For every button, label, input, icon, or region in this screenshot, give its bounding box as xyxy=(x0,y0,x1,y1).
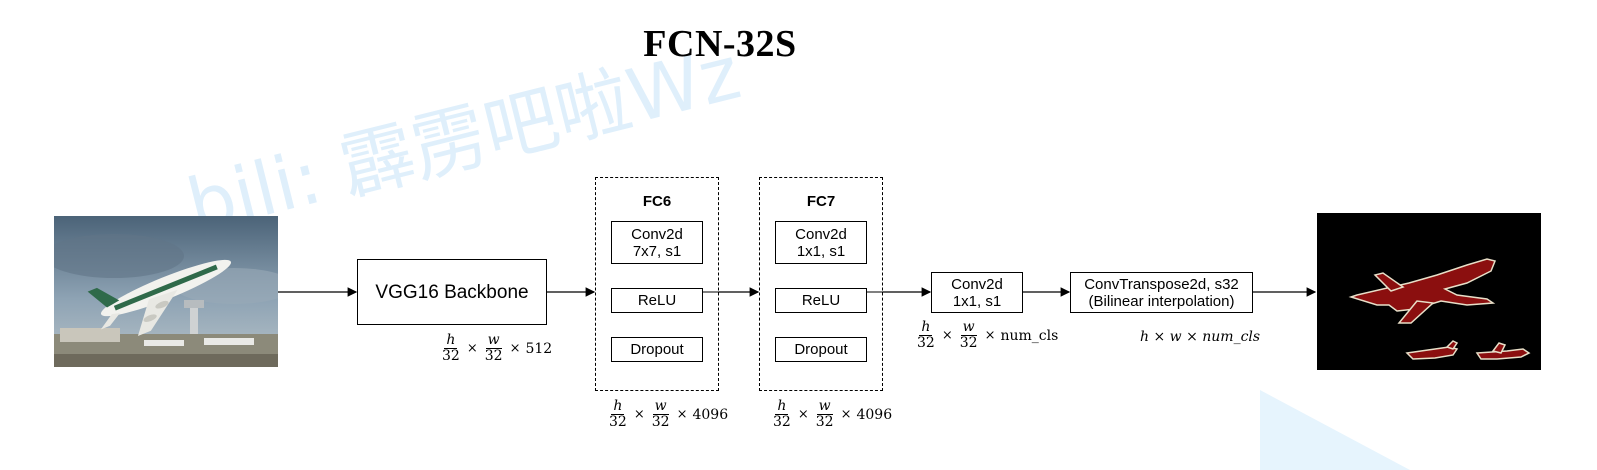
conv-cls-line2: 1x1, s1 xyxy=(952,292,1002,310)
fc7-label: FC7 xyxy=(806,193,836,210)
fc6-conv-line1: Conv2d xyxy=(631,225,683,243)
fc6-dropout-block: Dropout xyxy=(611,337,703,362)
input-image xyxy=(54,216,278,367)
fc6-group xyxy=(595,177,719,391)
upsample-block: ConvTranspose2d, s32 (Bilinear interpola… xyxy=(1070,272,1253,313)
fc7-conv-block: Conv2d 1x1, s1 xyxy=(775,221,867,264)
fc6-conv-block: Conv2d 7x7, s1 xyxy=(611,221,703,264)
fc7-dropout-block: Dropout xyxy=(775,337,867,362)
conv-cls-block: Conv2d 1x1, s1 xyxy=(931,272,1023,313)
fc7-group xyxy=(759,177,883,391)
fc6-relu-block: ReLU xyxy=(611,288,703,313)
fc6-conv-line2: 7x7, s1 xyxy=(632,242,682,260)
fc7-conv-line1: Conv2d xyxy=(795,225,847,243)
diagram-title: FCN-32S xyxy=(643,23,797,65)
final-output-shape: h × w × num_cls xyxy=(1140,329,1261,345)
vgg16-backbone-block: VGG16 Backbone xyxy=(357,259,547,325)
upsample-line1: ConvTranspose2d, s32 xyxy=(1084,275,1239,293)
segmentation-output xyxy=(1317,213,1541,370)
fc7-conv-line2: 1x1, s1 xyxy=(796,242,846,260)
fc6-label: FC6 xyxy=(642,193,672,210)
upsample-line2: (Bilinear interpolation) xyxy=(1088,292,1235,310)
decorative-triangle xyxy=(1260,390,1410,470)
conv-cls-line1: Conv2d xyxy=(951,275,1003,293)
fc7-relu-block: ReLU xyxy=(775,288,867,313)
